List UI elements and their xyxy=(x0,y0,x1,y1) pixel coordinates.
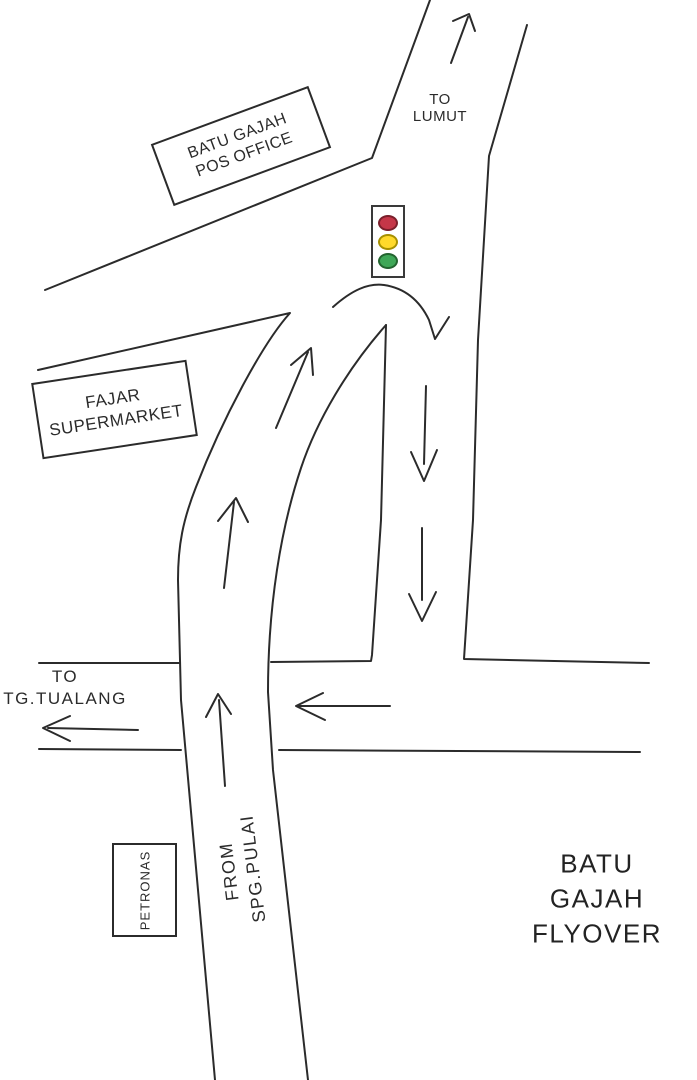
arrow-up-flyover-bottom xyxy=(205,693,232,787)
road-edge-flyover-left xyxy=(37,312,291,1080)
arrow-up-flyover-mid xyxy=(217,497,249,589)
road-edge-ramp-right xyxy=(270,324,387,663)
traffic-light-green-icon xyxy=(378,252,398,269)
road-edge-flyover-right xyxy=(267,324,387,1080)
road-edge-main-left-and-diagonal xyxy=(44,0,431,291)
label-to-tg-tualang: TO TG.TUALANG xyxy=(3,667,127,708)
road-edge-cross-bottom-right xyxy=(278,749,641,753)
traffic-light-yellow-icon xyxy=(378,233,398,250)
arrow-left-to-tualang xyxy=(42,715,139,742)
arrow-up-to-lumut xyxy=(450,13,476,64)
arrow-down-main-1 xyxy=(410,385,438,482)
building-fajar-supermarket-label: FAJAR SUPERMARKET xyxy=(47,384,185,440)
building-petronas-station: PETRONAS xyxy=(112,843,177,937)
map-title: BATU GAJAH FLYOVER xyxy=(532,848,662,949)
traffic-light-icon xyxy=(371,205,405,278)
traffic-light-red-icon xyxy=(378,214,398,231)
road-edge-cross-bottom-left xyxy=(38,748,182,751)
road-edge-main-right xyxy=(463,24,650,664)
arrow-left-cross-road xyxy=(295,692,391,721)
label-to-lumut: TO LUMUT xyxy=(412,91,468,125)
arrow-up-flyover-top xyxy=(275,347,314,429)
arrow-down-main-2 xyxy=(408,527,437,622)
arrow-curved-merge-down xyxy=(332,283,450,340)
building-petronas-label: PETRONAS xyxy=(137,850,153,930)
